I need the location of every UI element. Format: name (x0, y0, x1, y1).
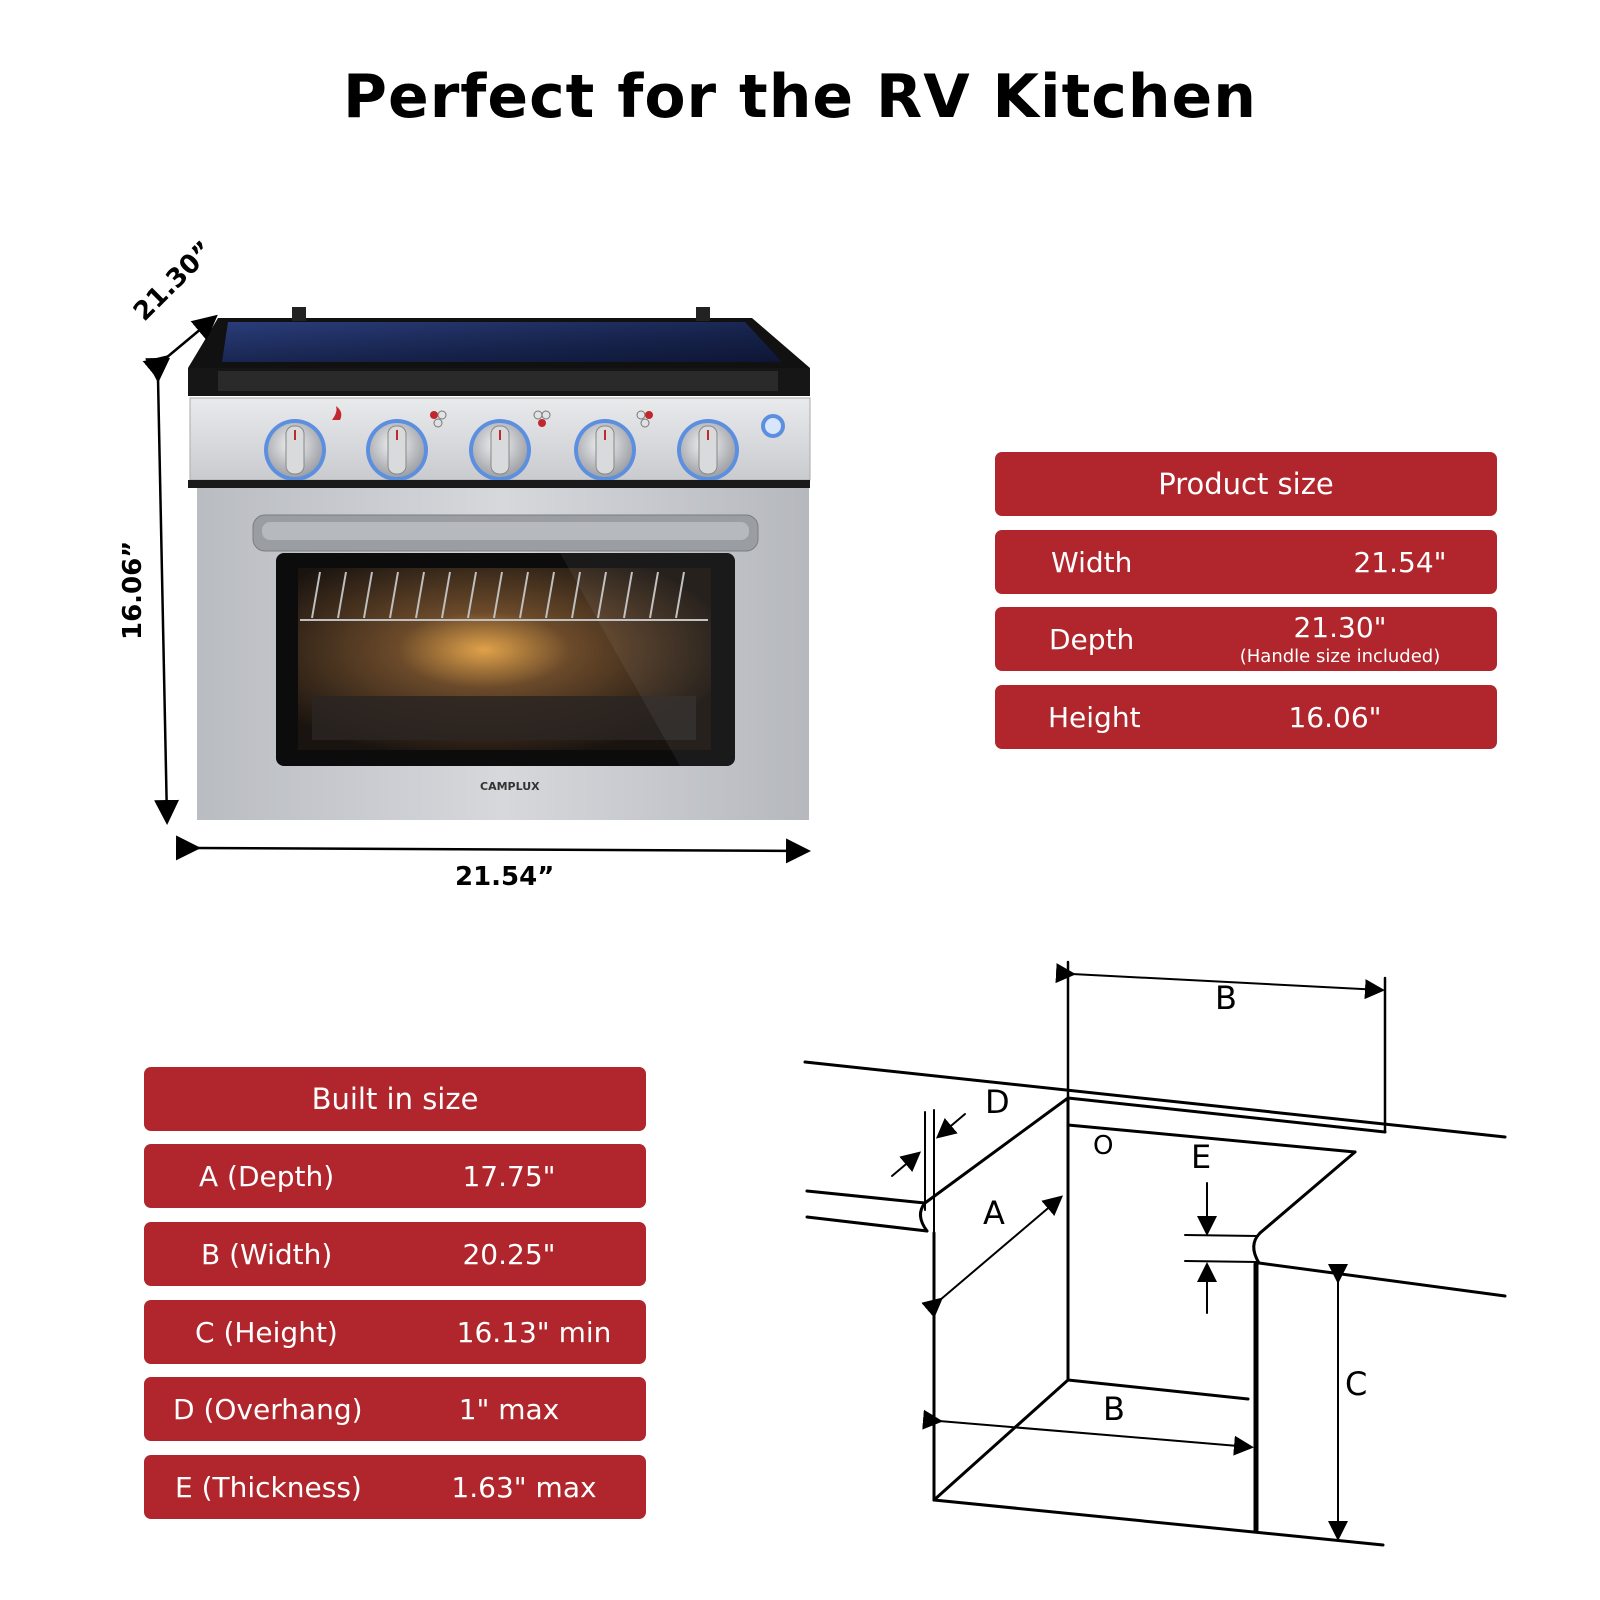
row-value-text: 1" max (458, 1392, 560, 1426)
flame-indicator-icon (332, 406, 342, 420)
built-in-size-header: Built in size (144, 1067, 646, 1131)
product-size-row-width: Width 21.54" (995, 530, 1497, 594)
row-label: D (Overhang) (173, 1392, 363, 1426)
oven-door (188, 480, 810, 820)
built-in-row-thickness: E (Thickness) 1.63" max (144, 1455, 646, 1519)
row-value: 21.30" (Handle size included) (1195, 607, 1485, 671)
burner-indicator-icons (430, 410, 653, 428)
row-label: Depth (1049, 622, 1135, 656)
page-title: Perfect for the RV Kitchen (343, 62, 1257, 132)
width-dimension-arrow (175, 835, 811, 864)
label-a: A (983, 1194, 1005, 1232)
height-dimension-label: 16.06” (118, 540, 148, 640)
label-c: C (1345, 1365, 1367, 1403)
row-value-text: 16.13" min (456, 1315, 612, 1349)
row-label: E (Thickness) (175, 1470, 362, 1504)
igniter-button-icon (761, 414, 785, 438)
row-value: 21.54" (1255, 530, 1545, 594)
knob-2-icon (366, 419, 428, 481)
built-in-row-height: C (Height) 16.13" min (144, 1300, 646, 1364)
label-e: E (1191, 1138, 1211, 1176)
row-value-text: 20.25" (462, 1237, 556, 1271)
row-value: 17.75" (414, 1144, 604, 1208)
knob-3-icon (469, 419, 531, 481)
built-in-row-width: B (Width) 20.25" (144, 1222, 646, 1286)
label-b-top: B (1215, 979, 1237, 1017)
row-value-text: 21.54" (1353, 545, 1447, 579)
label-d: D (985, 1083, 1010, 1121)
oven-rack (300, 571, 708, 621)
built-in-row-depth: A (Depth) 17.75" (144, 1144, 646, 1208)
width-dimension-label: 21.54” (455, 862, 555, 892)
row-label: C (Height) (195, 1315, 338, 1349)
row-value-text: 1.63" max (451, 1470, 597, 1504)
row-value: 16.13" min (434, 1300, 634, 1364)
row-value-text: 16.06" (1288, 700, 1382, 734)
brand-logo: CAMPLUX (480, 780, 540, 793)
row-value: 16.06" (1190, 685, 1480, 749)
label-o: O (1093, 1131, 1113, 1161)
product-size-header: Product size (995, 452, 1497, 516)
knob-5-icon (677, 419, 739, 481)
row-value: 1" max (414, 1377, 604, 1441)
row-note: (Handle size included) (1239, 646, 1441, 667)
product-size-row-depth: Depth 21.30" (Handle size included) (995, 607, 1497, 671)
knob-1-icon (264, 419, 326, 481)
product-size-row-height: Height 16.06" (995, 685, 1497, 749)
label-b-bottom: B (1103, 1390, 1125, 1428)
row-value-text: 21.30" (1293, 611, 1387, 644)
built-in-row-overhang: D (Overhang) 1" max (144, 1377, 646, 1441)
row-value: 20.25" (414, 1222, 604, 1286)
height-dimension-arrow (145, 357, 180, 825)
glass-cover (188, 307, 810, 396)
row-label: Height (1048, 700, 1141, 734)
knob-row (264, 406, 785, 481)
row-label: A (Depth) (199, 1159, 335, 1193)
cutout-diagram (803, 960, 1507, 1547)
depth-dimension-arrow (142, 314, 218, 381)
row-value: 1.63" max (424, 1455, 624, 1519)
knob-4-icon (574, 419, 636, 481)
row-value-text: 17.75" (462, 1159, 556, 1193)
row-label: Width (1051, 545, 1133, 579)
row-label: B (Width) (201, 1237, 333, 1271)
